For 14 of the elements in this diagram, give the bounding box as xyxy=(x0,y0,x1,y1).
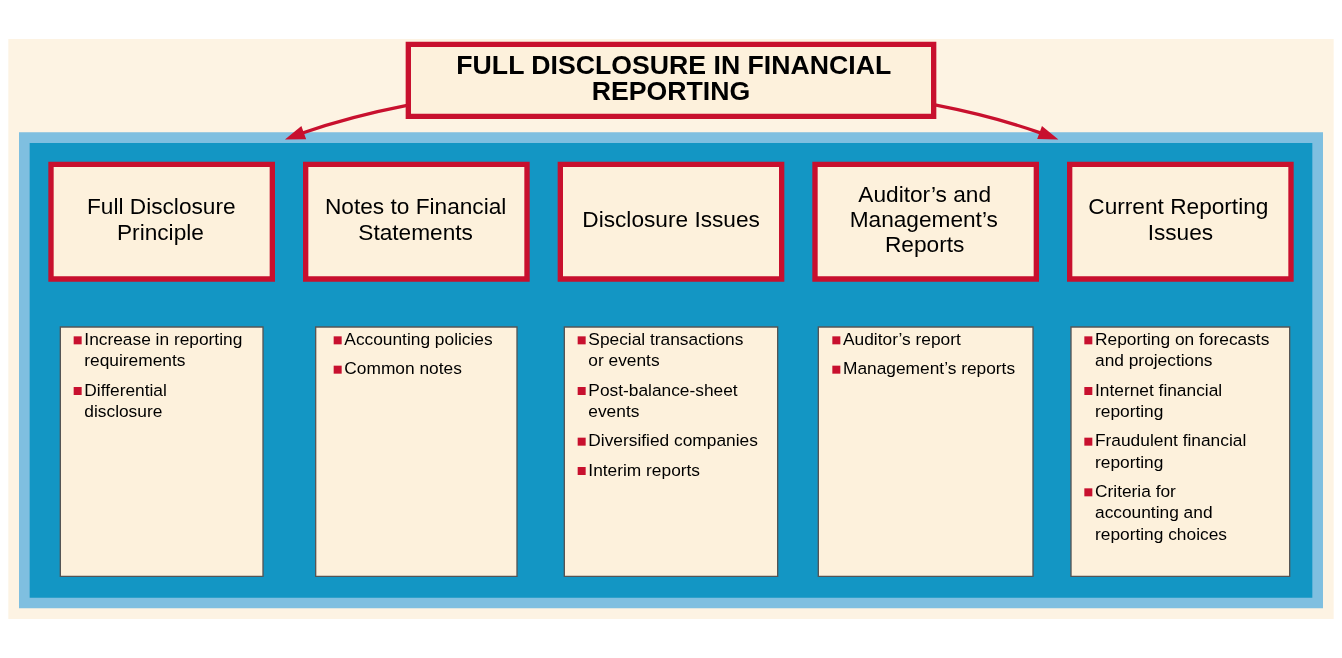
node-box: FULL DISCLOSURE IN FINANCIAL REPORTING xyxy=(405,41,937,119)
node-box: Notes to Financial Statements xyxy=(303,161,530,282)
node-box: Current Reporting Issues xyxy=(1067,161,1294,282)
node-box: Auditor’s and Management’s Reports xyxy=(812,161,1039,282)
node-box: Reporting on forecasts and projections Internet financial reporting Fraudulent financial reporting Criteria for accounting and reporting choices xyxy=(1070,326,1291,577)
node-box: Disclosure Issues xyxy=(557,161,785,282)
node-box: Auditor’s report Management’s reports xyxy=(817,326,1034,577)
node-box: Increase in reporting requirements Differential disclosure xyxy=(59,326,264,577)
arrow xyxy=(933,103,1059,140)
arrow xyxy=(284,103,409,140)
node-box: Special transactions or events Post-balance-sheet events Diversified companies Interim reports xyxy=(563,326,779,577)
node-box: Accounting policies Common notes xyxy=(315,326,518,577)
cluster xyxy=(19,132,1323,609)
node-box: Full Disclosure Principle xyxy=(48,161,275,282)
